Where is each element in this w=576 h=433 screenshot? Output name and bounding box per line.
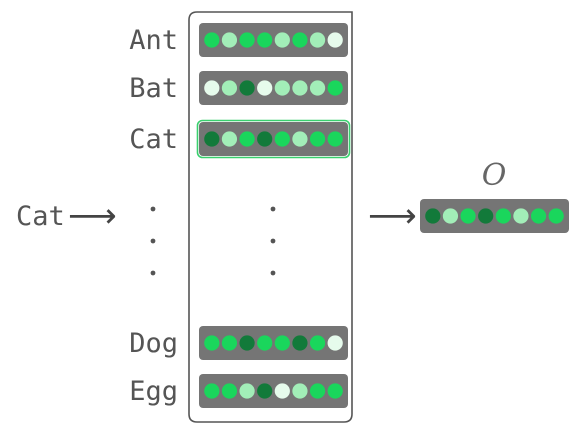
output-vector-cell	[513, 208, 529, 224]
vector-bat	[199, 71, 348, 105]
vector-ant-cell	[204, 32, 220, 48]
output-vector-bar	[420, 199, 569, 233]
output-vector-cell	[495, 208, 511, 224]
vector-ant-cell	[239, 32, 255, 48]
vector-egg-cell	[257, 383, 273, 399]
vector-ant-cell	[292, 32, 308, 48]
row-label-cat: Cat	[129, 124, 178, 155]
vector-egg-cell	[327, 383, 343, 399]
vector-egg-cell	[221, 383, 238, 399]
vector-ant	[199, 23, 348, 57]
output-vector-cell	[442, 208, 459, 224]
vector-ant-cell	[257, 32, 273, 48]
vector-dog-cell	[309, 335, 326, 351]
row-label-ant: Ant	[129, 25, 178, 56]
vector-dog	[199, 326, 348, 360]
vector-dog-cell	[221, 335, 238, 351]
vector-dog-cell	[257, 335, 273, 351]
vector-cat-cell	[221, 131, 238, 147]
vector-cat-highlight	[196, 119, 351, 159]
vector-cat-cell	[239, 131, 255, 147]
output-vector-cell	[478, 208, 494, 224]
vector-ant-cell	[327, 32, 343, 48]
output-vector-cell	[425, 208, 441, 224]
vector-bat-cell	[292, 80, 308, 96]
vector-bat-cell	[274, 80, 290, 96]
vector-egg-cell	[309, 383, 326, 399]
vector-bat-cell	[221, 80, 238, 96]
label-ellipsis	[150, 206, 156, 276]
embedding-vectors	[196, 23, 569, 408]
vector-egg-cell	[292, 383, 308, 399]
vector-ant-cell	[274, 32, 290, 48]
vector-bat-cell	[239, 80, 255, 96]
output-vector-cell	[548, 208, 564, 224]
vector-cat-cell	[327, 131, 343, 147]
input-arrow-icon: ⟶	[68, 196, 117, 236]
vector-egg-cell	[204, 383, 220, 399]
row-label-bat: Bat	[129, 73, 178, 104]
vector-egg-cell	[239, 383, 255, 399]
output-vector	[420, 199, 569, 233]
embedding-table-frame	[188, 11, 353, 423]
vector-bat-cell	[257, 80, 273, 96]
vector-dog-bar	[199, 326, 348, 360]
vector-cat-cell	[292, 131, 308, 147]
vector-cat-bar	[199, 122, 348, 156]
vector-ant-bar	[199, 23, 348, 57]
vector-bat-cell	[327, 80, 343, 96]
vector-dog-cell	[239, 335, 255, 351]
vector-dog-cell	[204, 335, 220, 351]
vector-cat-cell	[309, 131, 326, 147]
vector-dog-cell	[274, 335, 290, 351]
row-label-egg: Egg	[129, 376, 178, 407]
input-word: Cat	[16, 201, 65, 232]
table-ellipsis	[270, 206, 276, 276]
vector-dog-cell	[327, 335, 343, 351]
vector-cat-cell	[274, 131, 290, 147]
output-vector-cell	[530, 208, 547, 224]
vector-ant-cell	[221, 32, 238, 48]
vector-bat-cell	[309, 80, 326, 96]
vector-cat	[196, 119, 351, 159]
output-arrow-icon: ⟶	[368, 196, 417, 236]
vector-egg-bar	[199, 374, 348, 408]
vector-cat-cell	[204, 131, 220, 147]
output-label: O	[482, 158, 507, 193]
row-label-dog: Dog	[129, 328, 178, 359]
output-vector-cell	[460, 208, 476, 224]
vector-egg-cell	[274, 383, 290, 399]
vector-cat-cell	[257, 131, 273, 147]
vector-bat-cell	[204, 80, 220, 96]
vector-dog-cell	[292, 335, 308, 351]
vector-egg	[199, 374, 348, 408]
vector-ant-cell	[309, 32, 326, 48]
vector-bat-bar	[199, 71, 348, 105]
